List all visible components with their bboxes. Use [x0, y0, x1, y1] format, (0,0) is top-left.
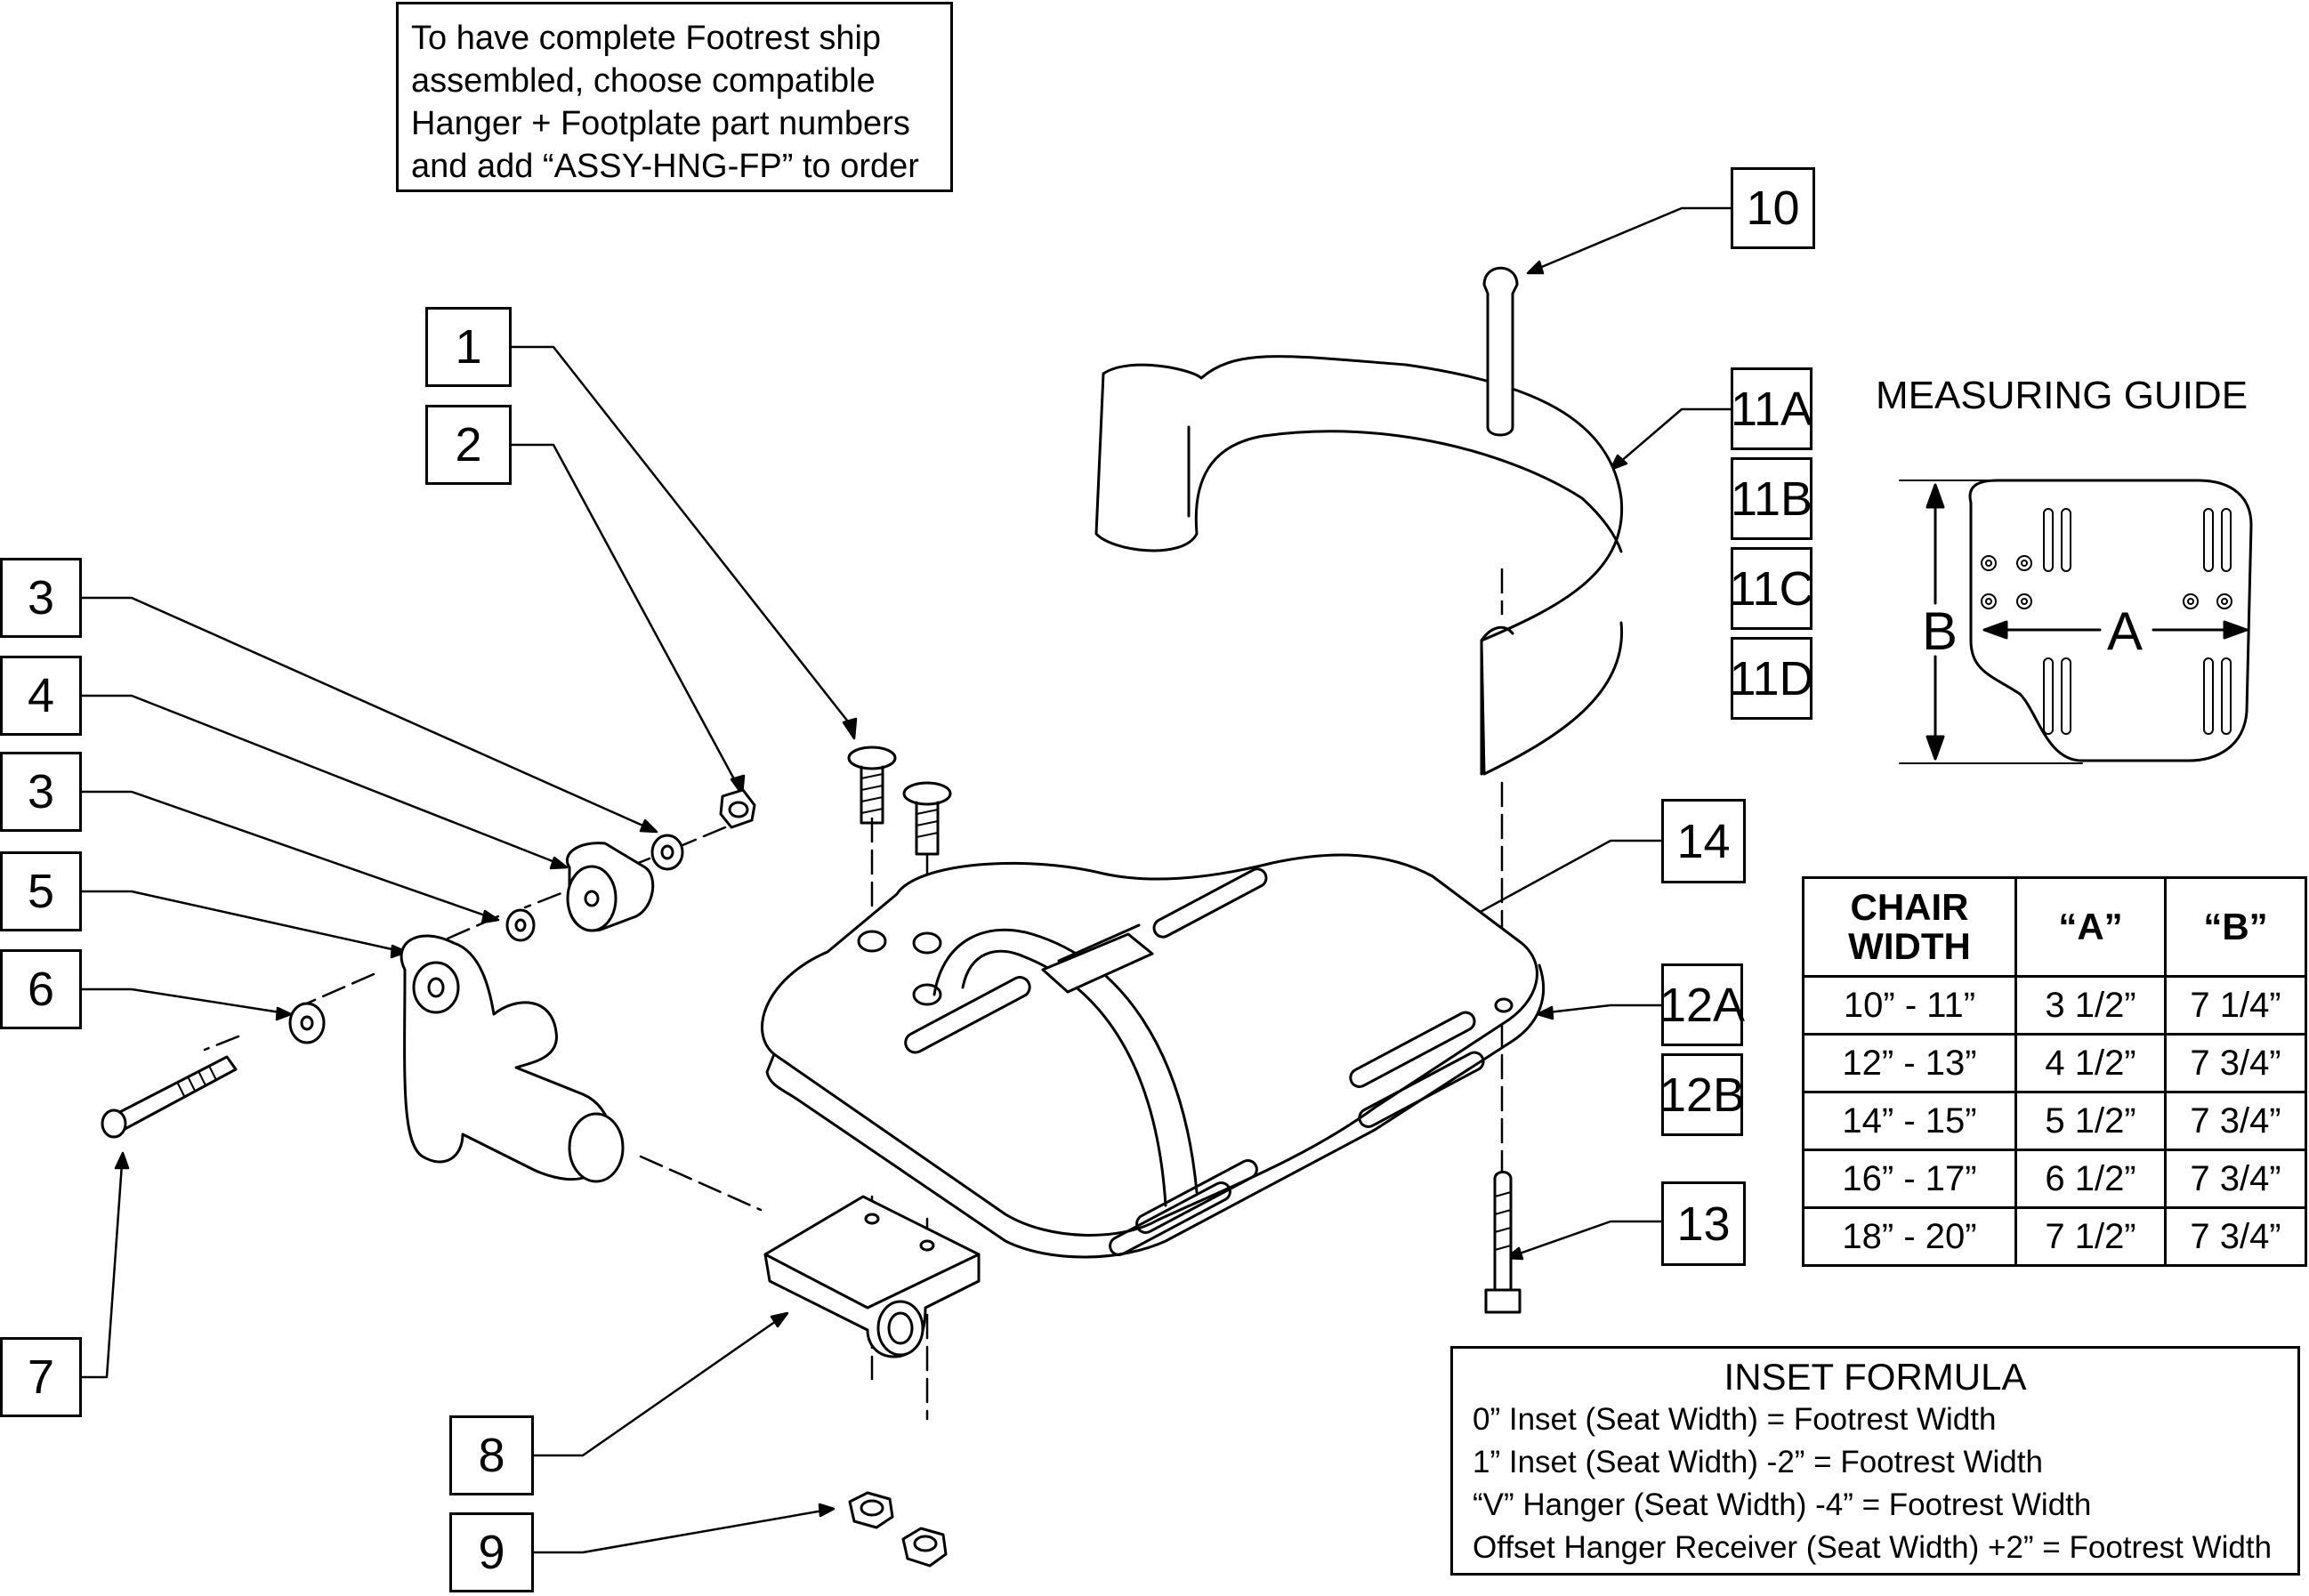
inset-formula-box: INSET FORMULA 0” Inset (Seat Width) = Fo…	[1450, 1346, 2300, 1576]
measuring-guide-title: MEASURING GUIDE	[1876, 374, 2248, 417]
callout-7: 7	[0, 1337, 82, 1417]
table-row: 16” - 17” 6 1/2” 7 3/4”	[1802, 1149, 2307, 1209]
note-line: and add “ASSY-HNG-FP” to order	[411, 148, 919, 185]
note-line: To have complete Footrest ship	[411, 20, 882, 57]
long-bolt-drawing	[101, 1055, 238, 1139]
table-cell: 5 1/2”	[2014, 1091, 2167, 1151]
column-header-a: “A”	[2014, 876, 2167, 978]
calf-strap-drawing	[1094, 355, 1624, 776]
table-row: 14” - 15” 5 1/2” 7 3/4”	[1802, 1091, 2307, 1151]
callout-12a: 12A	[1659, 963, 1745, 1046]
callout-9: 9	[449, 1512, 534, 1592]
callout-3-lower: 3	[0, 752, 82, 832]
dimension-b-label: B	[1922, 601, 1958, 661]
callout-12b: 12B	[1659, 1053, 1745, 1136]
callout-6: 6	[0, 949, 82, 1029]
assembly-note: To have complete Footrest ship assembled…	[396, 2, 953, 192]
table-cell: 14” - 15”	[1802, 1091, 2017, 1151]
hanger-drawing	[400, 934, 625, 1183]
inset-formula-line: 1” Inset (Seat Width) -2” = Footrest Wid…	[1473, 1445, 2043, 1479]
table-cell: 7 3/4”	[2164, 1149, 2307, 1209]
table-cell: 10” - 11”	[1802, 975, 2017, 1036]
dimension-a-label: A	[2107, 601, 2143, 661]
table-cell: 4 1/2”	[2014, 1033, 2167, 1093]
callout-5: 5	[0, 851, 82, 931]
table-cell: 16” - 17”	[1802, 1149, 2017, 1209]
callout-11b: 11B	[1731, 457, 1812, 540]
table-cell: 6 1/2”	[2014, 1149, 2167, 1209]
table-cell: 18” - 20”	[1802, 1206, 2017, 1267]
table-cell: 7 3/4”	[2164, 1091, 2307, 1151]
inset-formula-line: “V” Hanger (Seat Width) -4” = Footrest W…	[1473, 1487, 2092, 1522]
table-row: 18” - 20” 7 1/2” 7 3/4”	[1802, 1206, 2307, 1267]
pin-drawing	[1482, 266, 1519, 437]
table-cell: 7 1/2”	[2014, 1206, 2167, 1267]
callout-11a: 11A	[1731, 367, 1812, 450]
callout-11c: 11C	[1729, 547, 1814, 630]
inset-formula-title: INSET FORMULA	[1724, 1356, 2027, 1398]
bolt-13-drawing	[1484, 1171, 1522, 1314]
table-cell: 7 3/4”	[2164, 1033, 2307, 1093]
inset-formula-line: Offset Hanger Receiver (Seat Width) +2” …	[1473, 1530, 2273, 1565]
note-line: Hanger + Footplate part numbers	[411, 105, 910, 142]
table-cell: 7 1/4”	[2164, 975, 2307, 1036]
screws-drawing	[847, 746, 952, 856]
heel-loop-drawing	[932, 923, 1199, 1207]
callout-4: 4	[0, 656, 82, 736]
table-row: 10” - 11” 3 1/2” 7 1/4”	[1802, 975, 2307, 1036]
table-row: 12” - 13” 4 1/2” 7 3/4”	[1802, 1033, 2307, 1093]
note-line: assembled, choose compatible	[411, 62, 876, 100]
small-hardware-drawing	[288, 788, 756, 1044]
callout-3-upper: 3	[0, 558, 82, 638]
footplate-drawing	[761, 853, 1546, 1259]
receiver-clamp-drawing	[763, 1195, 981, 1358]
lock-nuts-drawing	[848, 1491, 948, 1568]
callout-1: 1	[425, 307, 512, 387]
callout-11d: 11D	[1729, 637, 1814, 720]
table-cell: 12” - 13”	[1802, 1033, 2017, 1093]
callout-14: 14	[1661, 799, 1746, 883]
inset-formula-line: 0” Inset (Seat Width) = Footrest Width	[1473, 1402, 1997, 1437]
callout-13: 13	[1661, 1181, 1746, 1266]
measuring-guide-drawing: B A	[1899, 479, 2253, 764]
column-header-b: “B”	[2164, 876, 2307, 978]
callout-10: 10	[1731, 167, 1815, 249]
table-cell: 3 1/2”	[2014, 975, 2167, 1036]
callout-8: 8	[449, 1415, 534, 1495]
table-cell: 7 3/4”	[2164, 1206, 2307, 1267]
callout-2: 2	[425, 405, 512, 485]
